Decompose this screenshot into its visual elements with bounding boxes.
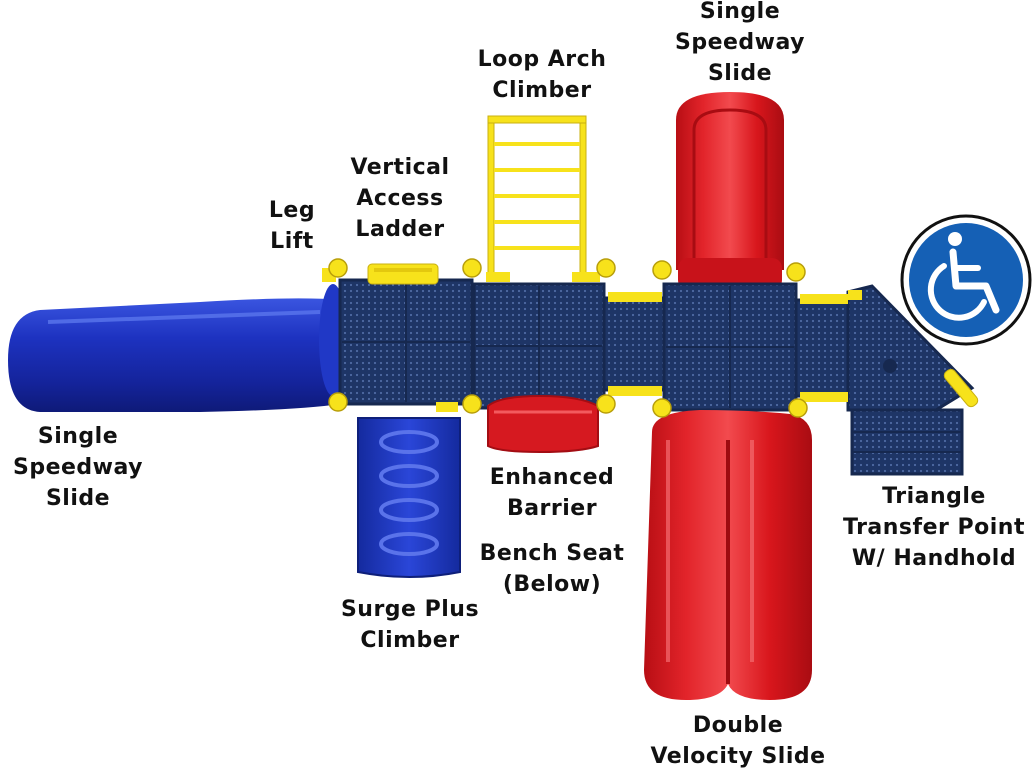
label-double-velocity-slide: Double Velocity Slide <box>650 713 826 769</box>
label-triangle-transfer-point: Triangle Transfer Point W/ Handhold <box>842 484 1025 571</box>
triangle-transfer-point <box>846 284 979 476</box>
label-vertical-access-ladder: Vertical Access Ladder <box>350 155 450 242</box>
label-bench-seat: Bench Seat (Below) <box>479 541 625 597</box>
label-leg-lift: Leg Lift <box>268 198 316 254</box>
label-enhanced-barrier: Enhanced Barrier <box>489 465 615 521</box>
deck-structure <box>338 278 854 412</box>
label-single-speedway-slide-left: Single Speedway Slide <box>12 424 144 511</box>
loop-arch-climber <box>487 115 587 281</box>
surge-plus-climber <box>357 417 461 578</box>
single-speedway-slide-left <box>8 284 347 412</box>
label-loop-arch-climber: Loop Arch Climber <box>477 47 607 103</box>
single-speedway-slide-top <box>676 92 784 290</box>
label-single-speedway-slide-top: Single Speedway Slide <box>674 0 806 86</box>
post-caps <box>328 258 808 418</box>
double-velocity-slide <box>644 410 812 700</box>
wheelchair-icon <box>900 214 1032 346</box>
label-surge-plus-climber: Surge Plus Climber <box>340 597 480 653</box>
enhanced-barrier <box>487 394 599 454</box>
yellow-rails <box>322 263 862 412</box>
